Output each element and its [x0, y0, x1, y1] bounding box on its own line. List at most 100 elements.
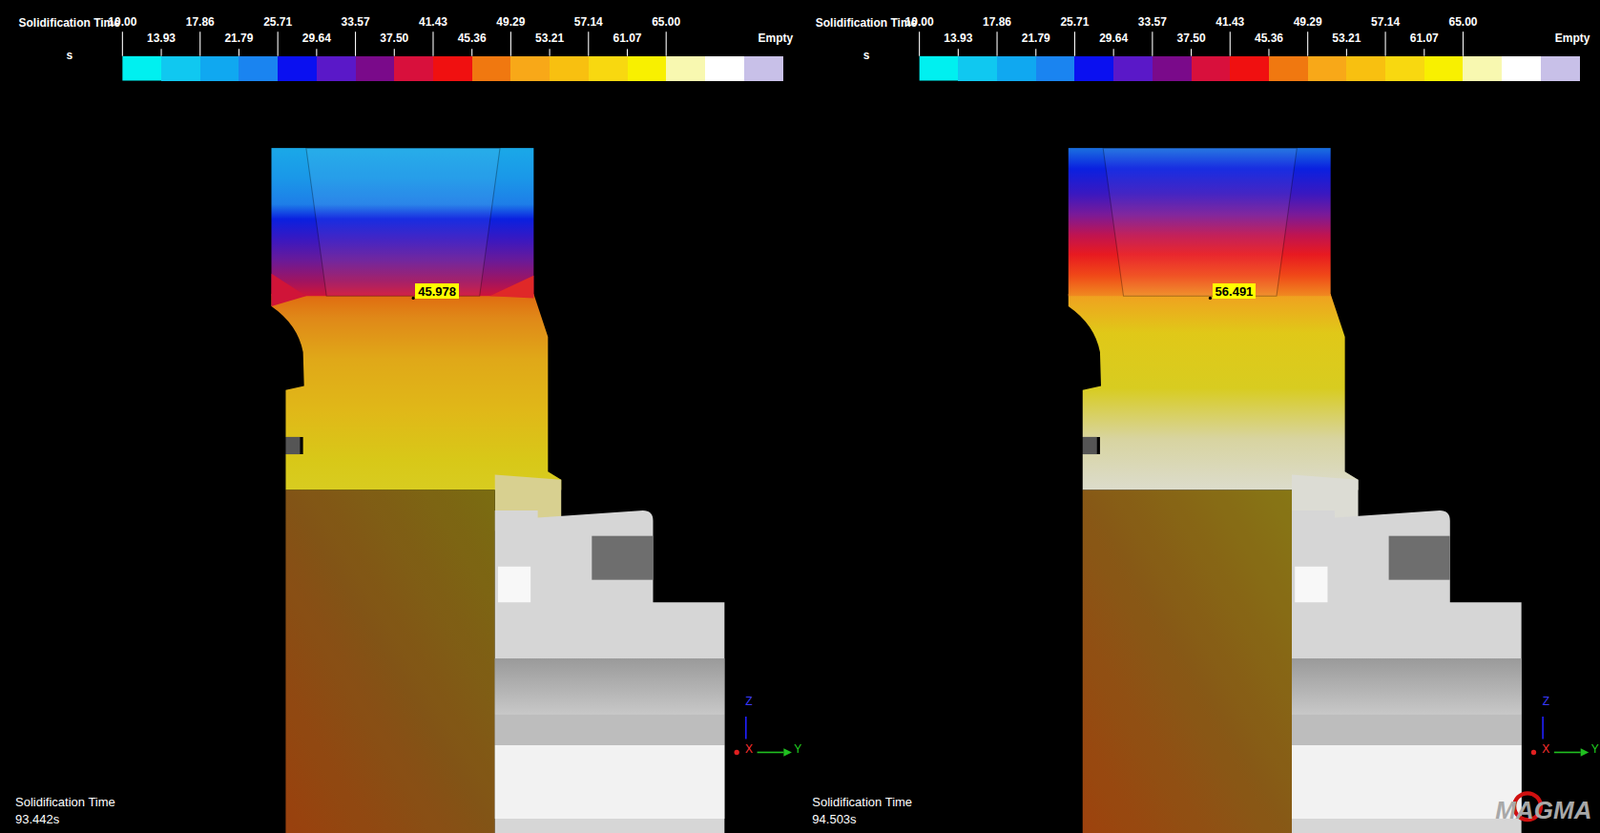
- legend-swatch: [1268, 56, 1309, 82]
- viewer-label: 94.503s: [811, 811, 856, 827]
- viewer-label: Solidification Time: [811, 794, 913, 810]
- legend-swatch: [1229, 56, 1269, 82]
- core-band: [495, 714, 726, 746]
- label-text: Y: [1591, 742, 1600, 756]
- legend-label: 10.00: [107, 15, 137, 29]
- label-text: Solidification Time: [18, 16, 120, 30]
- y-arrowhead: [783, 748, 792, 757]
- legend-label: 13.93: [943, 31, 973, 45]
- feeder: [1068, 147, 1331, 296]
- legend-swatch: [1152, 56, 1192, 82]
- tick-mark: [626, 48, 628, 56]
- tick-mark: [315, 48, 317, 56]
- legend-swatch: [588, 56, 628, 82]
- callout-value: 56.491: [1215, 284, 1254, 299]
- legend-text: 37.50: [379, 31, 409, 45]
- legend-swatch: [355, 56, 395, 82]
- color-bar-low: [919, 56, 959, 82]
- tick-mark: [1307, 31, 1309, 57]
- tick-mark: [354, 31, 356, 57]
- legend-text: 17.86: [982, 15, 1012, 29]
- viewer-label: Solidification Time: [15, 794, 116, 810]
- legend-label: 29.64: [302, 31, 332, 45]
- feeder-insert: [1102, 147, 1297, 296]
- legend-text: 57.14: [574, 15, 603, 29]
- legend-label: 57.14: [574, 15, 603, 29]
- legend-text: 57.14: [1371, 15, 1400, 29]
- legend-swatch: [200, 56, 240, 82]
- legend-label: 17.86: [186, 15, 215, 29]
- legend-swatch: [1113, 56, 1153, 82]
- tick-mark: [471, 48, 473, 56]
- legend-text: 13.93: [943, 31, 973, 45]
- core-band: [495, 745, 726, 819]
- tick-marks: [122, 31, 1463, 57]
- tick-mark: [1229, 31, 1231, 57]
- legend-swatch: [957, 56, 998, 82]
- value-callout: 56.491: [1212, 283, 1257, 299]
- legend-text: 33.57: [341, 15, 371, 29]
- label-text: s: [65, 48, 73, 63]
- legend-swatch: [997, 56, 1037, 82]
- core-band: [1291, 745, 1522, 819]
- tick-mark: [432, 31, 434, 57]
- legend-swatch: [1540, 56, 1580, 82]
- legend-label: 45.36: [457, 31, 487, 45]
- legend-label: 57.14: [1371, 15, 1400, 29]
- z-axis: [745, 716, 748, 740]
- legend-text: 45.36: [457, 31, 487, 45]
- feeder-insert: [306, 147, 500, 296]
- core-cavity: [591, 536, 653, 581]
- mold-core: [1291, 510, 1522, 833]
- core-band: [495, 658, 726, 715]
- legend-swatch: [238, 56, 278, 82]
- label-text: Z: [745, 694, 752, 708]
- legend-swatch: [1191, 56, 1231, 82]
- legend-label: 21.79: [224, 31, 253, 45]
- left-panel: [122, 56, 792, 833]
- legend-text: 65.00: [1448, 15, 1477, 29]
- legend-swatch: [277, 56, 317, 82]
- tick-mark: [997, 31, 998, 57]
- legend-swatch: [1074, 56, 1114, 82]
- core-band: [1291, 714, 1522, 746]
- z-axis: [1541, 716, 1544, 740]
- tick-mark: [1113, 48, 1115, 56]
- legend-label: 49.29: [1293, 15, 1323, 29]
- color-bar-low: [122, 56, 162, 82]
- legend-label: 17.86: [982, 15, 1012, 29]
- legend-text: 33.57: [1138, 15, 1167, 29]
- x-axis: [734, 749, 740, 755]
- legend-swatch: [665, 56, 706, 82]
- tick-mark: [1151, 31, 1153, 57]
- viewer-label: X: [745, 742, 753, 757]
- viewer-label: Solidification Time: [18, 16, 121, 31]
- viewer-label: Z: [745, 694, 752, 709]
- legend-text: 21.79: [1021, 31, 1051, 45]
- tick-mark: [161, 48, 163, 56]
- legend-label: 65.00: [1448, 15, 1477, 29]
- viewer-label: Z: [1542, 694, 1550, 709]
- label-text: Solidification Time: [15, 794, 116, 810]
- legend-text: 21.79: [224, 31, 253, 45]
- legend-swatch: [394, 56, 434, 82]
- legend-label: 33.57: [341, 15, 371, 29]
- legend-label: 53.21: [535, 31, 564, 45]
- legend-label: 25.71: [263, 15, 292, 29]
- x-axis: [1531, 749, 1537, 755]
- label-text: X: [745, 742, 753, 756]
- tick-mark: [510, 31, 512, 57]
- legend-text: Empty: [1555, 31, 1591, 45]
- legend-swatch: [744, 56, 784, 82]
- legend-text: 53.21: [1331, 31, 1361, 45]
- label-text: Z: [1542, 694, 1550, 708]
- tick-mark: [957, 48, 959, 56]
- value-callout: 45.978: [415, 283, 459, 299]
- legend-swatch: [161, 56, 201, 82]
- core-face: [1294, 566, 1328, 603]
- legend-label: Empty: [1555, 31, 1591, 45]
- label-text: s: [863, 48, 871, 63]
- legend-swatch: [627, 56, 667, 82]
